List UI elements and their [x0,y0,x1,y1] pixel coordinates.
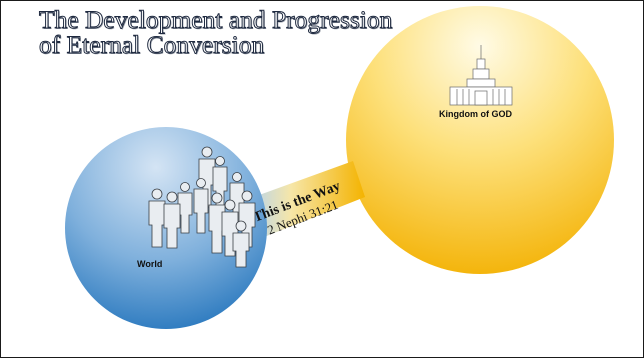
title-line-1: The Development and Progression [39,5,393,34]
kingdom-circle [346,6,614,274]
title-line-2: of Eternal Conversion [39,30,265,59]
kingdom-label: Kingdom of GOD [439,109,512,119]
slide-title: The Development and Progression of Etern… [39,5,459,59]
world-label: World [137,259,163,269]
people-group-icon [148,146,256,268]
path-band [251,161,365,239]
temple-icon [449,45,513,106]
